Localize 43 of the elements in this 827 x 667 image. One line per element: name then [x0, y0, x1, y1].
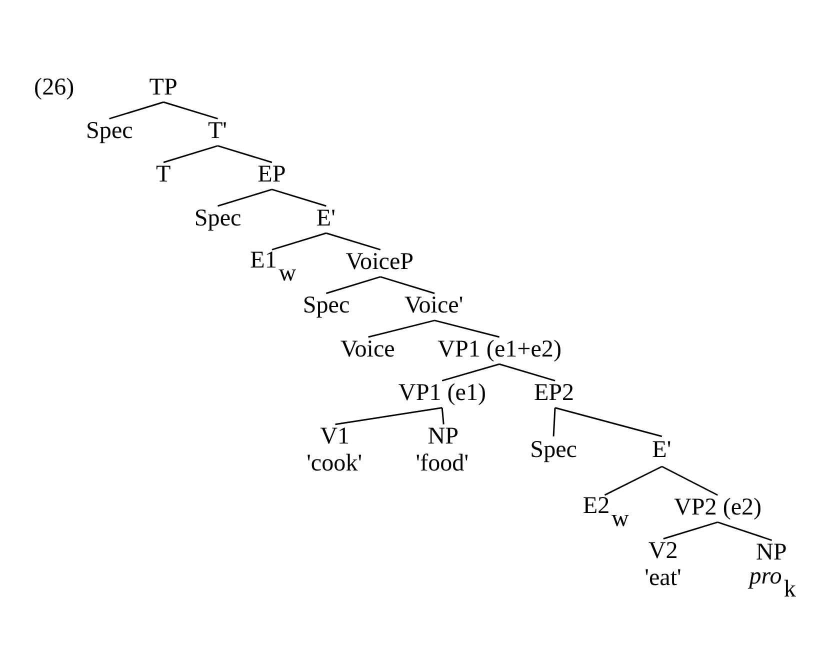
node-text: VoiceP	[346, 248, 414, 274]
connector	[218, 144, 272, 163]
node-text: Spec	[302, 292, 350, 318]
connector	[441, 407, 444, 424]
node-text: Spec	[194, 204, 242, 231]
connector	[326, 276, 381, 294]
connector	[109, 100, 164, 119]
connector	[604, 465, 662, 496]
connector	[499, 362, 556, 381]
label: (26)	[34, 74, 74, 100]
node-text: E'	[316, 204, 336, 231]
connector	[368, 319, 435, 338]
node-text: VP1 (e1)	[398, 379, 486, 406]
connector	[554, 406, 662, 437]
node-text: V2 'eat'	[644, 538, 682, 591]
node-text: NP 'food'	[416, 423, 469, 476]
connector	[326, 232, 381, 250]
connector	[380, 276, 435, 294]
node-text: Voice	[340, 336, 395, 362]
connector	[663, 521, 718, 539]
node-text: T	[156, 161, 171, 188]
connector	[662, 465, 718, 496]
connector	[552, 407, 556, 436]
connector	[335, 406, 442, 425]
connector	[434, 319, 500, 338]
node-text: TP	[149, 74, 178, 100]
connector	[163, 144, 218, 163]
connector	[163, 100, 218, 119]
node-text: EP2	[534, 379, 574, 406]
connector	[717, 521, 772, 540]
node-text: E'	[652, 436, 672, 463]
connector	[442, 362, 500, 381]
connector	[218, 188, 272, 206]
connector	[272, 188, 326, 206]
node-text: Spec	[530, 436, 578, 463]
node-text: VP2 (e2)	[674, 494, 762, 520]
connector	[272, 232, 326, 250]
node-text: T'	[208, 117, 228, 144]
node-text: Spec	[86, 117, 133, 144]
node-text: VP1 (e1+e2)	[438, 336, 562, 362]
node-text: V1 'cook'	[306, 423, 362, 476]
node-text: EP	[258, 161, 286, 188]
node-text: Voice'	[404, 292, 464, 318]
